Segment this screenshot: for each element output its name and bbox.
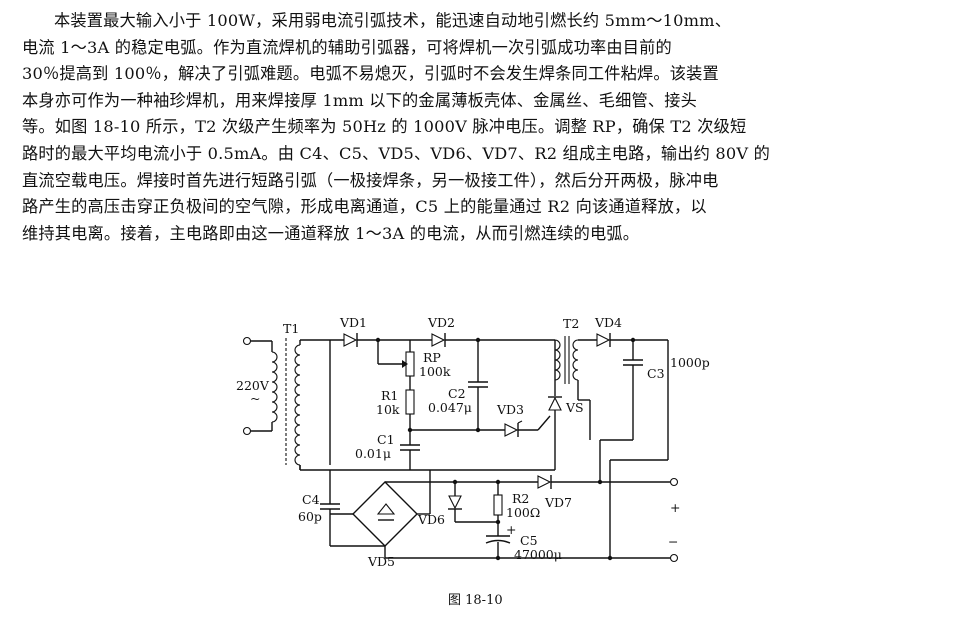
c2-label: C2	[448, 386, 466, 401]
output-positive-terminal[interactable]	[669, 477, 679, 487]
vd1-label: VD1	[339, 315, 367, 330]
body-text: 本装置最大输入小于 100W，采用弱电流引弧技术，能迅速自动地引燃长约 5mm～…	[22, 8, 938, 247]
output-negative-terminal[interactable]	[669, 553, 679, 563]
text-line: 路时的最大平均电流小于 0.5mA。由 C4、C5、VD5、VD6、VD7、R2…	[22, 143, 771, 163]
text-line: 等。如图 18-10 所示，T2 次级产生频率为 50Hz 的 1000V 脉冲…	[22, 117, 747, 137]
vd6-label: VD6	[417, 512, 445, 527]
text-line: 电流 1～3A 的稳定电弧。作为直流焊机的辅助引弧器，可将焊机一次引弧成功率由目…	[22, 37, 672, 57]
capacitor-c3	[623, 340, 643, 440]
rp-label: RP	[423, 350, 441, 365]
c4-value: 60p	[298, 509, 322, 524]
text-line: 本装置最大输入小于 100W，采用弱电流引弧技术，能迅速自动地引燃长约 5mm～…	[54, 11, 732, 30]
figure-caption: 图 18-10	[448, 593, 503, 608]
transformer-t1	[271, 338, 301, 470]
c5-label: C5	[520, 533, 538, 548]
c5-value: 47000μ	[514, 547, 562, 562]
t2-label: T2	[563, 316, 579, 331]
input-voltage-label: 220V	[236, 378, 270, 393]
capacitor-c1	[400, 430, 420, 470]
svg-text:~: ~	[250, 391, 260, 406]
thyristor-vs	[548, 340, 562, 470]
diode-vd3	[504, 420, 523, 437]
rp-value: 100k	[419, 364, 451, 379]
c3-label: C3	[647, 366, 665, 381]
text-line: 维持其电离。接着，主电路即由这一通道释放 1～3A 的电流，从而引燃连续的电弧。	[22, 223, 640, 243]
diode-vd7	[537, 475, 552, 489]
c3-value: 1000p	[670, 355, 710, 370]
r1-label: R1	[381, 388, 398, 403]
circuit-figure: 220V ~ T1 VD1 VD2 RP 100k	[0, 300, 960, 624]
text-line: 本身亦可作为一种袖珍焊机，用来焊接厚 1mm 以下的金属薄板壳体、金属丝、毛细管…	[22, 90, 698, 110]
potentiometer-rp	[405, 340, 415, 390]
circuit-diagram: 220V ~ T1 VD1 VD2 RP 100k	[236, 315, 710, 608]
transformer-t2	[554, 336, 579, 385]
diode-vd2	[431, 333, 446, 347]
r2-value: 100Ω	[506, 505, 540, 520]
text-line: 30％提高到 100％，解决了引弧难题。电弧不易熄灭，引弧时不会发生焊条同工件粘…	[22, 64, 719, 84]
resistor-r2	[493, 482, 503, 536]
text-line: 路产生的高压击穿正负极间的空气隙，形成电离通道，C5 上的能量通过 R2 向该通…	[22, 197, 707, 217]
text-line: 直流空载电压。焊接时首先进行短路引弧（一极接焊条，另一极接工件），然后分开两极，…	[22, 170, 719, 190]
vs-label: VS	[565, 400, 584, 415]
output-minus-label: −	[668, 534, 678, 549]
diode-vd1	[343, 333, 358, 347]
vd4-label: VD4	[594, 315, 622, 330]
vd2-label: VD2	[427, 315, 455, 330]
c4-label: C4	[302, 492, 320, 507]
resistor-r1	[405, 389, 415, 430]
r1-value: 10k	[376, 402, 400, 417]
c1-label: C1	[377, 432, 395, 447]
c2-value: 0.047μ	[428, 400, 472, 415]
diode-vd6	[448, 482, 462, 522]
bridge-rectifier-vd5	[352, 481, 418, 547]
c1-value: 0.01μ	[355, 446, 391, 461]
vd3-label: VD3	[496, 402, 524, 417]
diode-vd4	[596, 333, 611, 347]
capacitor-c2	[468, 340, 488, 430]
capacitor-c5	[485, 535, 511, 558]
capacitor-c4	[320, 503, 340, 510]
r2-label: R2	[512, 491, 529, 506]
vd7-label: VD7	[544, 495, 572, 510]
t1-label: T1	[283, 321, 299, 336]
output-plus-label: +	[670, 500, 680, 515]
vd5-label: VD5	[367, 554, 395, 569]
input-terminals	[242, 336, 272, 436]
c5-polarity: +	[506, 522, 516, 537]
